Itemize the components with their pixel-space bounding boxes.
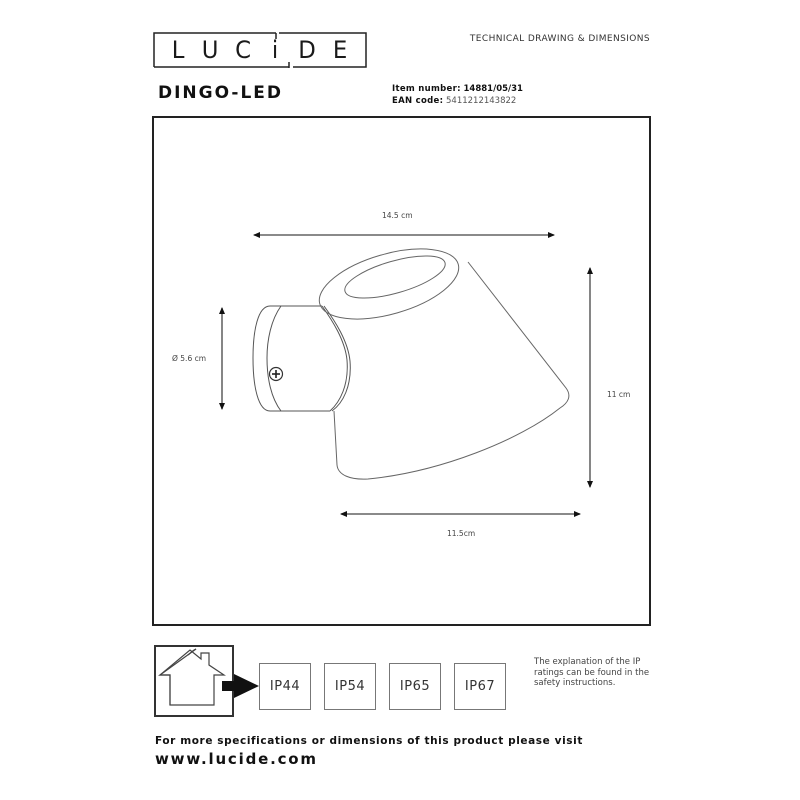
ean-value: 5411212143822 <box>446 96 517 106</box>
logo-letter: E <box>332 35 349 64</box>
logo-frame <box>153 32 367 68</box>
ip-rating-ip65: IP65 <box>389 663 441 710</box>
item-number-label: Item number: <box>392 84 461 94</box>
ip-rating-ip67: IP67 <box>454 663 506 710</box>
item-number-row: Item number: 14881/05/31 <box>392 83 523 95</box>
logo-letters: L U C i D E <box>153 32 367 67</box>
wall-mount-body <box>252 305 351 412</box>
item-number-value: 14881/05/31 <box>463 84 523 94</box>
arrow-right-icon <box>222 674 259 698</box>
logo-letter: C <box>234 35 253 64</box>
height-dimension-label: 11 cm <box>607 390 631 399</box>
ean-label: EAN code: <box>392 96 444 106</box>
ip-rating-note: The explanation of the IP ratings can be… <box>534 657 650 688</box>
ean-row: EAN code: 5411212143822 <box>392 95 523 107</box>
depth-dimension-label: 11.5cm <box>447 529 476 538</box>
website-link[interactable]: www.lucide.com <box>155 750 318 768</box>
logo-letter: D <box>298 35 319 64</box>
diameter-dimension-label: Ø 5.6 cm <box>172 354 207 363</box>
logo-letter: L <box>171 35 187 64</box>
drawing-frame <box>152 116 651 626</box>
brand-logo: L U C i D E <box>153 32 367 68</box>
ip-rating-ip54: IP54 <box>324 663 376 710</box>
footer-text: For more specifications or dimensions of… <box>155 735 583 747</box>
ip-rating-ip44: IP44 <box>259 663 311 710</box>
house-icon <box>158 648 226 706</box>
width-dimension-label: 14.5 cm <box>382 211 413 220</box>
document-type: TECHNICAL DRAWING & DIMENSIONS <box>469 34 650 44</box>
logo-letter: i <box>272 35 281 64</box>
product-meta: Item number: 14881/05/31 EAN code: 54112… <box>392 83 523 107</box>
lamp-shade <box>318 248 570 480</box>
product-name: DINGO-LED <box>158 83 283 103</box>
screw-icon <box>268 366 284 382</box>
logo-letter: U <box>202 35 221 64</box>
